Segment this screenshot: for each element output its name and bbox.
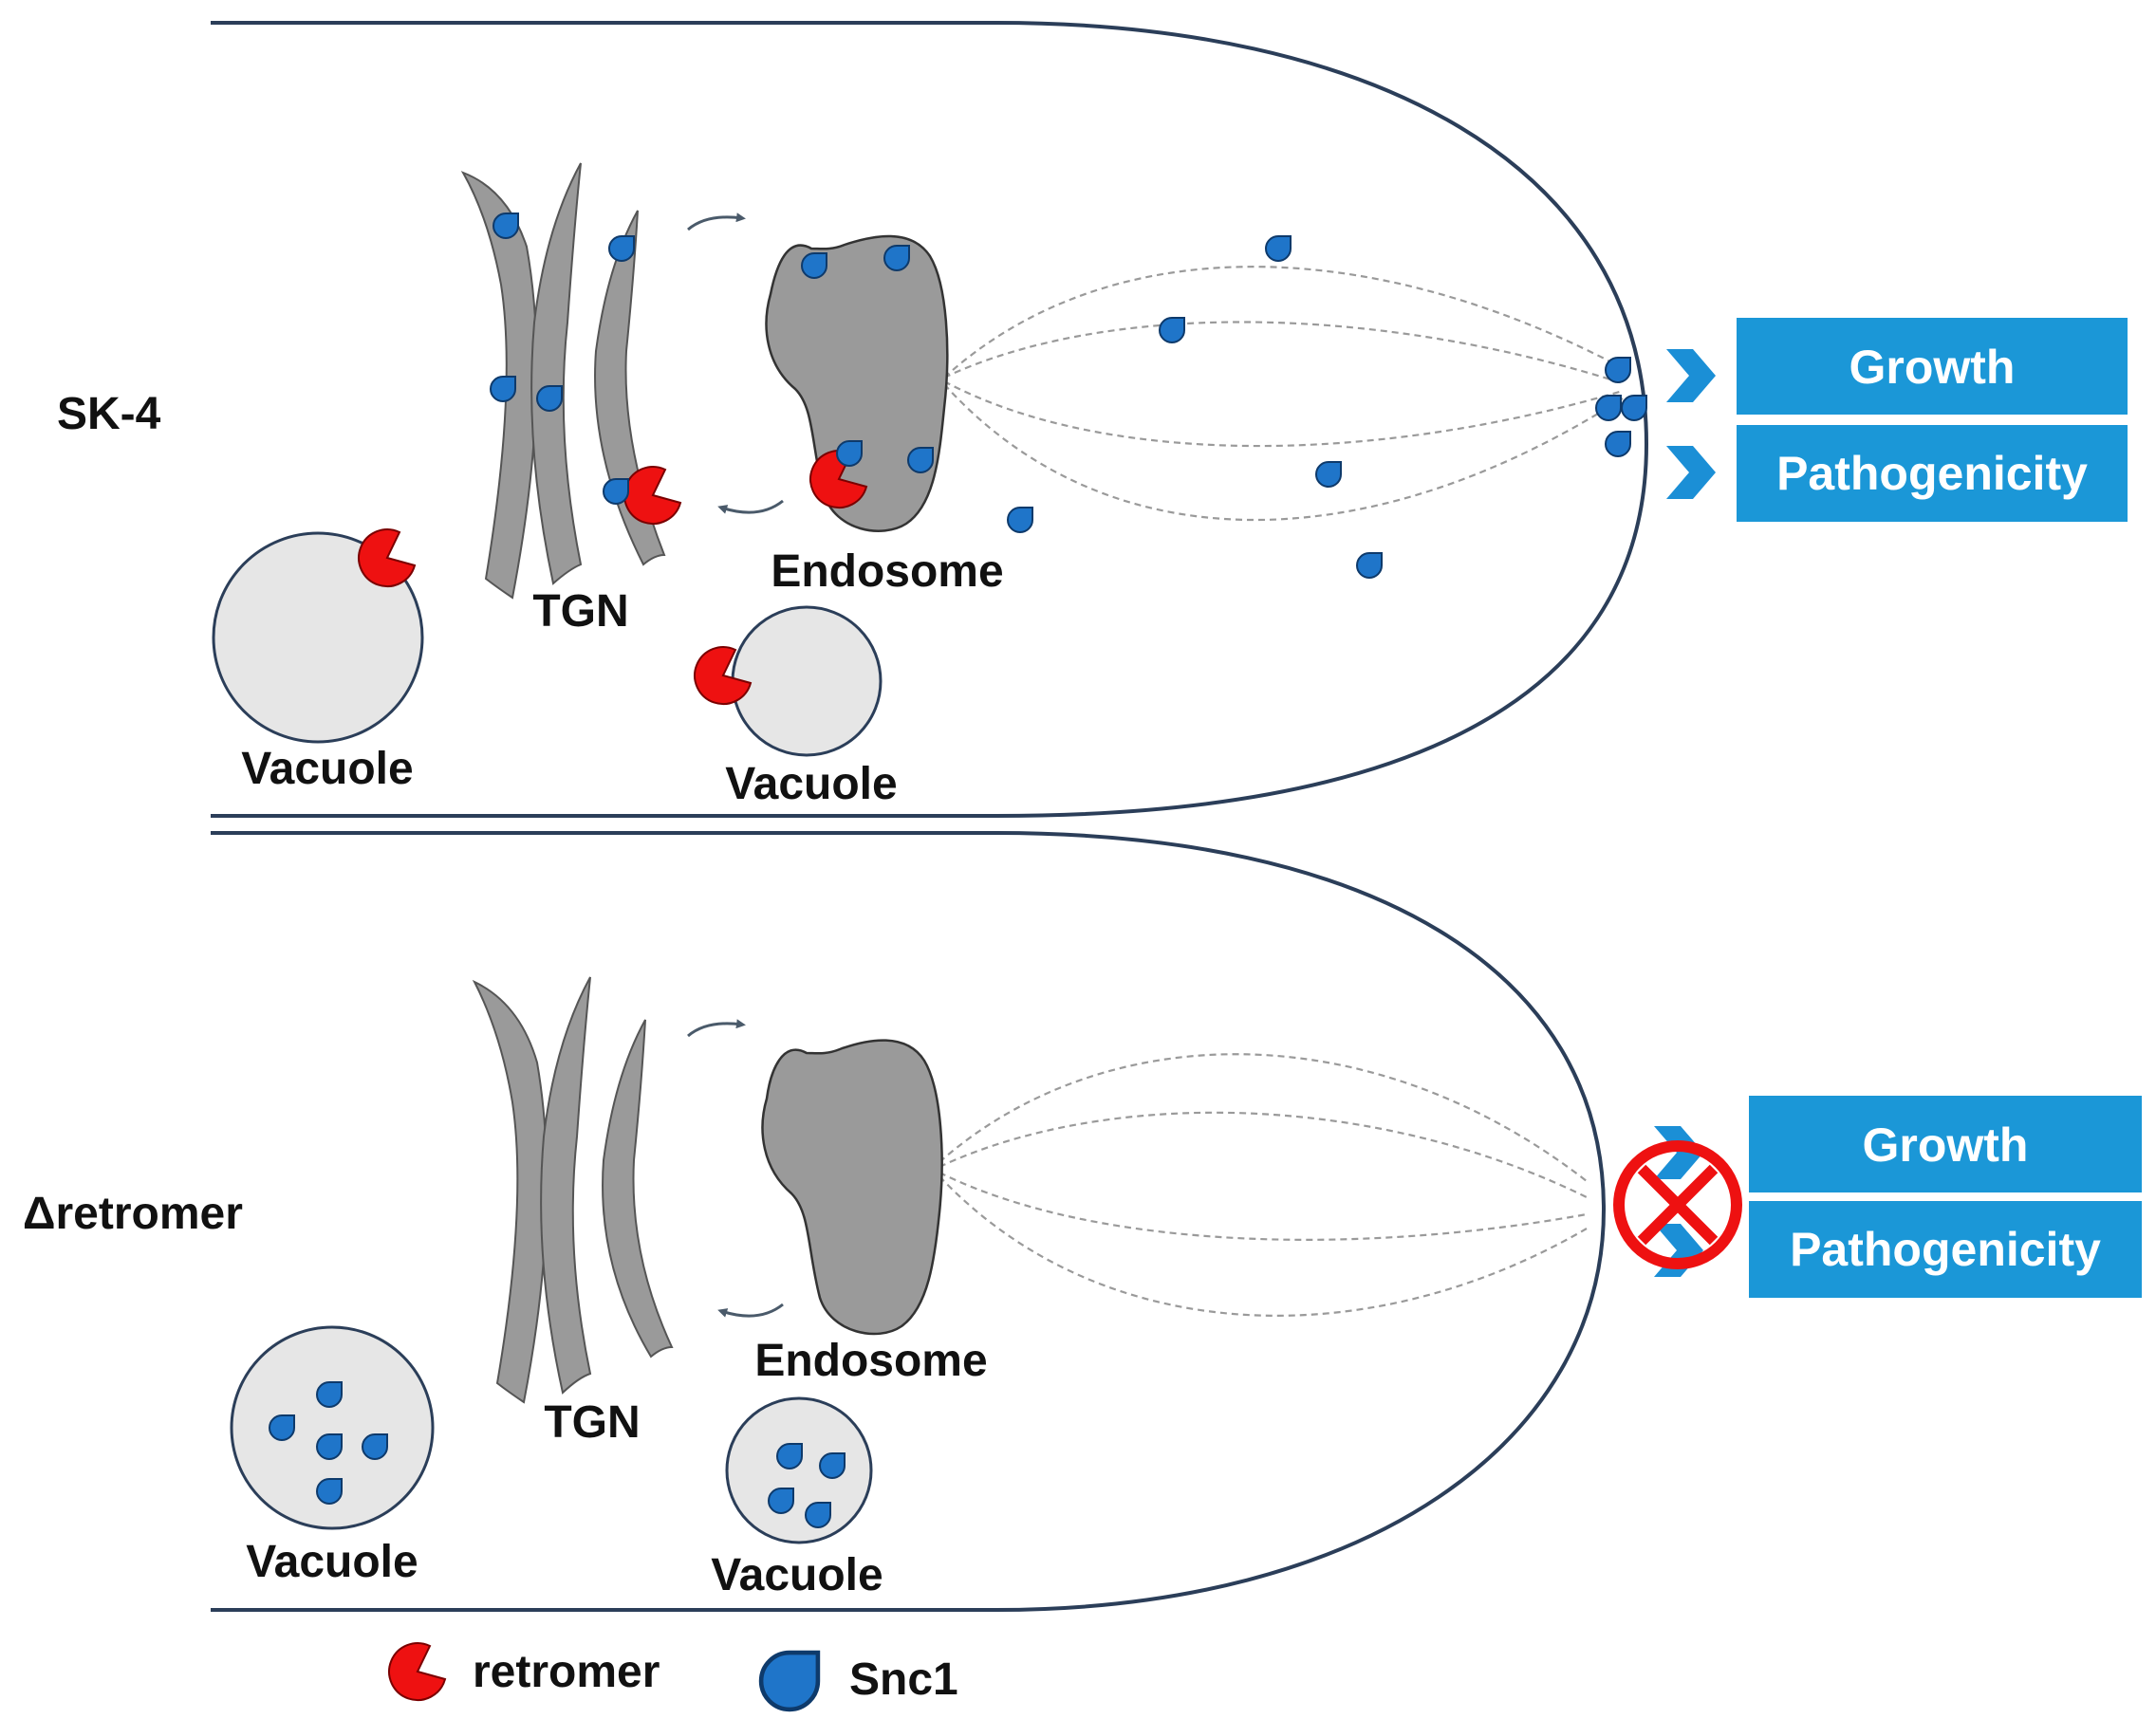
arrow-endosome-to-tgn (717, 499, 784, 514)
strain-label: Δretromer (23, 1189, 243, 1239)
outcome-box-pathogenicity (1737, 425, 2128, 522)
legend: retromer Snc1 (388, 1642, 958, 1710)
vacuole-left-label: Vacuole (241, 744, 413, 794)
panel-retromer-deletion: TGN Endosome Vacuole Vacuole Δretromer (23, 831, 2142, 1612)
snc1-icon (761, 1653, 818, 1710)
vacuole-right-label: Vacuole (711, 1550, 883, 1600)
arrow-endosome-to-tgn (717, 1303, 784, 1318)
tgn-label: TGN (544, 1397, 640, 1448)
snc1-icons (490, 213, 1647, 579)
legend-retromer-label: retromer (473, 1647, 660, 1697)
endosome-label: Endosome (754, 1336, 987, 1386)
retromer-icon (388, 1642, 446, 1702)
vacuole-left (212, 531, 424, 744)
outcome-box-growth (1737, 318, 2128, 415)
strain-label: SK-4 (57, 389, 161, 439)
vacuole-right (731, 605, 883, 757)
chevron-arrow-icon (1666, 349, 1716, 402)
tgn-cisternae (472, 976, 674, 1404)
outcome-pathogenicity-label: Pathogenicity (1790, 1223, 2101, 1276)
arrow-tgn-to-endosome (687, 1019, 746, 1038)
outcome-pathogenicity-label: Pathogenicity (1776, 447, 2088, 500)
vacuole-right (725, 1396, 873, 1544)
tgn-label: TGN (532, 586, 628, 637)
vacuole-left-label: Vacuole (246, 1537, 418, 1587)
outcome-growth-label: Growth (1849, 341, 2016, 394)
tgn-cisternae (460, 162, 666, 600)
arrow-tgn-to-endosome (687, 213, 746, 231)
vacuole-left (230, 1325, 435, 1530)
endosome-label: Endosome (771, 546, 1003, 597)
microtubules (939, 1053, 1588, 1317)
outcome-box-pathogenicity (1749, 1201, 2142, 1298)
microtubules (943, 266, 1624, 521)
cell-outline (211, 831, 1607, 1612)
legend-snc1-label: Snc1 (849, 1654, 958, 1705)
endosome (761, 1039, 943, 1336)
endosome (765, 234, 949, 532)
outcome-box-growth (1749, 1096, 2142, 1192)
vacuole-right-label: Vacuole (725, 759, 897, 809)
cell-outline (211, 21, 1649, 818)
chevron-arrow-icon (1666, 446, 1716, 499)
blocked-icon (1613, 1140, 1742, 1269)
panel-sk4: TGN Endosome Vacuole Vacuole (57, 21, 2128, 818)
outcome-growth-label: Growth (1863, 1118, 2029, 1172)
